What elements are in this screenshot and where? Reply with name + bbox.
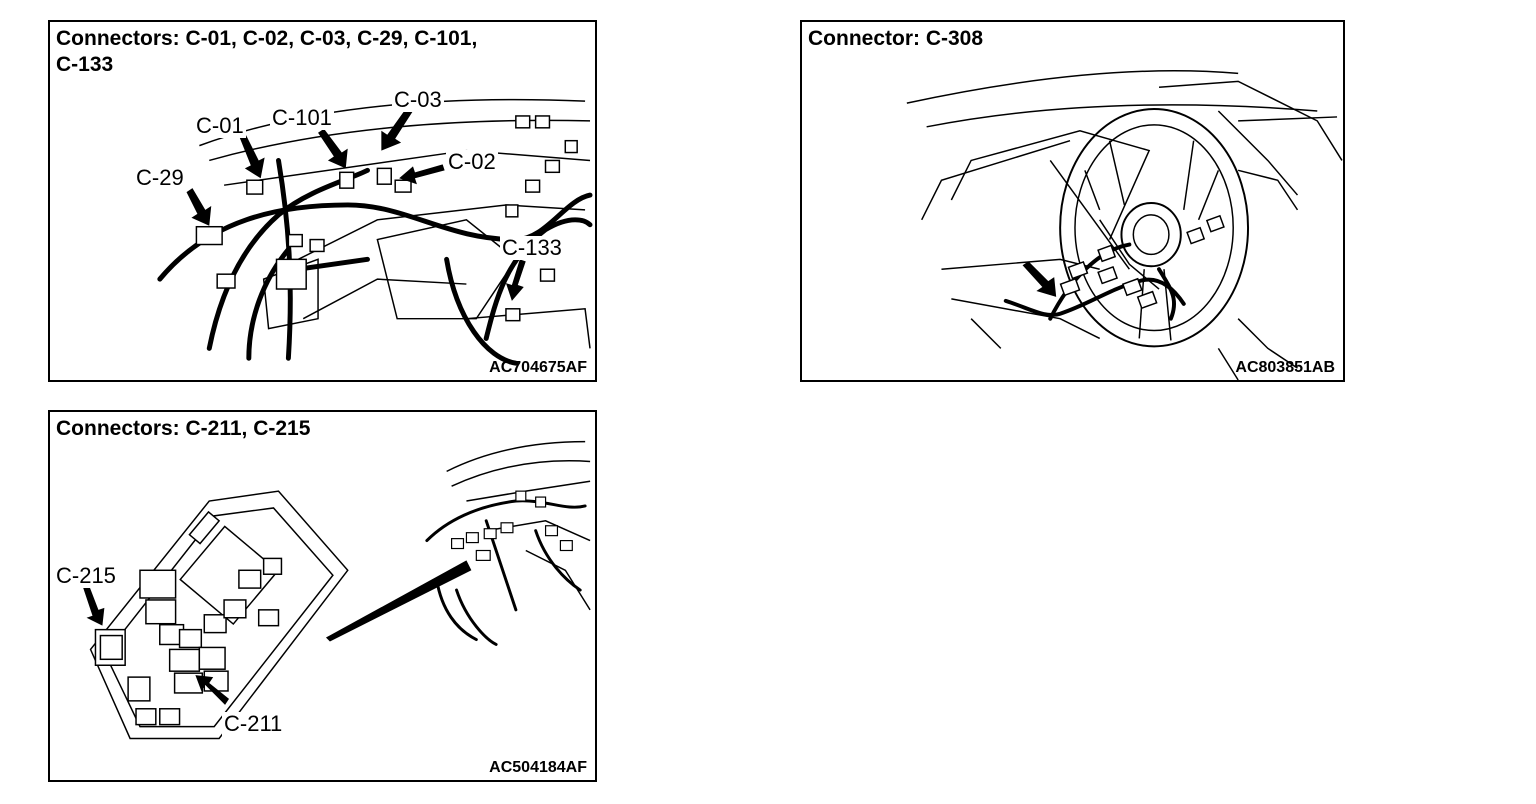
panel-dashboard-connectors: Connectors: C-01, C-02, C-03, C-29, C-10… [48, 20, 597, 382]
panel-title-line1: Connectors: C-01, C-02, C-03, C-29, C-10… [56, 27, 478, 50]
panel-title: Connectors: C-211, C-215 [56, 417, 311, 440]
steering-wheel-illustration [906, 70, 1343, 380]
callout-c29: C-29 [134, 165, 186, 190]
panel-steering-connector: Connector: C-308 [800, 20, 1345, 382]
figure-code: AC803851AB [1235, 359, 1335, 376]
callout-c01: C-01 [194, 113, 246, 138]
panel-title: Connector: C-308 [808, 27, 984, 50]
panel-junction-block-connectors: Connectors: C-211, C-215 [48, 410, 597, 782]
figure-code: AC704675AF [489, 359, 587, 376]
callout-c02: C-02 [446, 149, 498, 174]
callout-c211: C-211 [222, 711, 285, 736]
callout-c133: C-133 [500, 235, 564, 260]
panel-title-line2: C-133 [56, 53, 114, 76]
junction-block-illustration [82, 440, 591, 740]
callout-c215: C-215 [54, 563, 118, 588]
panel-title: Connectors: C-01, C-02, C-03, C-29, C-10… [56, 26, 477, 78]
callout-c101: C-101 [270, 105, 334, 130]
callout-c03: C-03 [392, 87, 444, 112]
figure-code: AC504184AF [489, 759, 587, 776]
